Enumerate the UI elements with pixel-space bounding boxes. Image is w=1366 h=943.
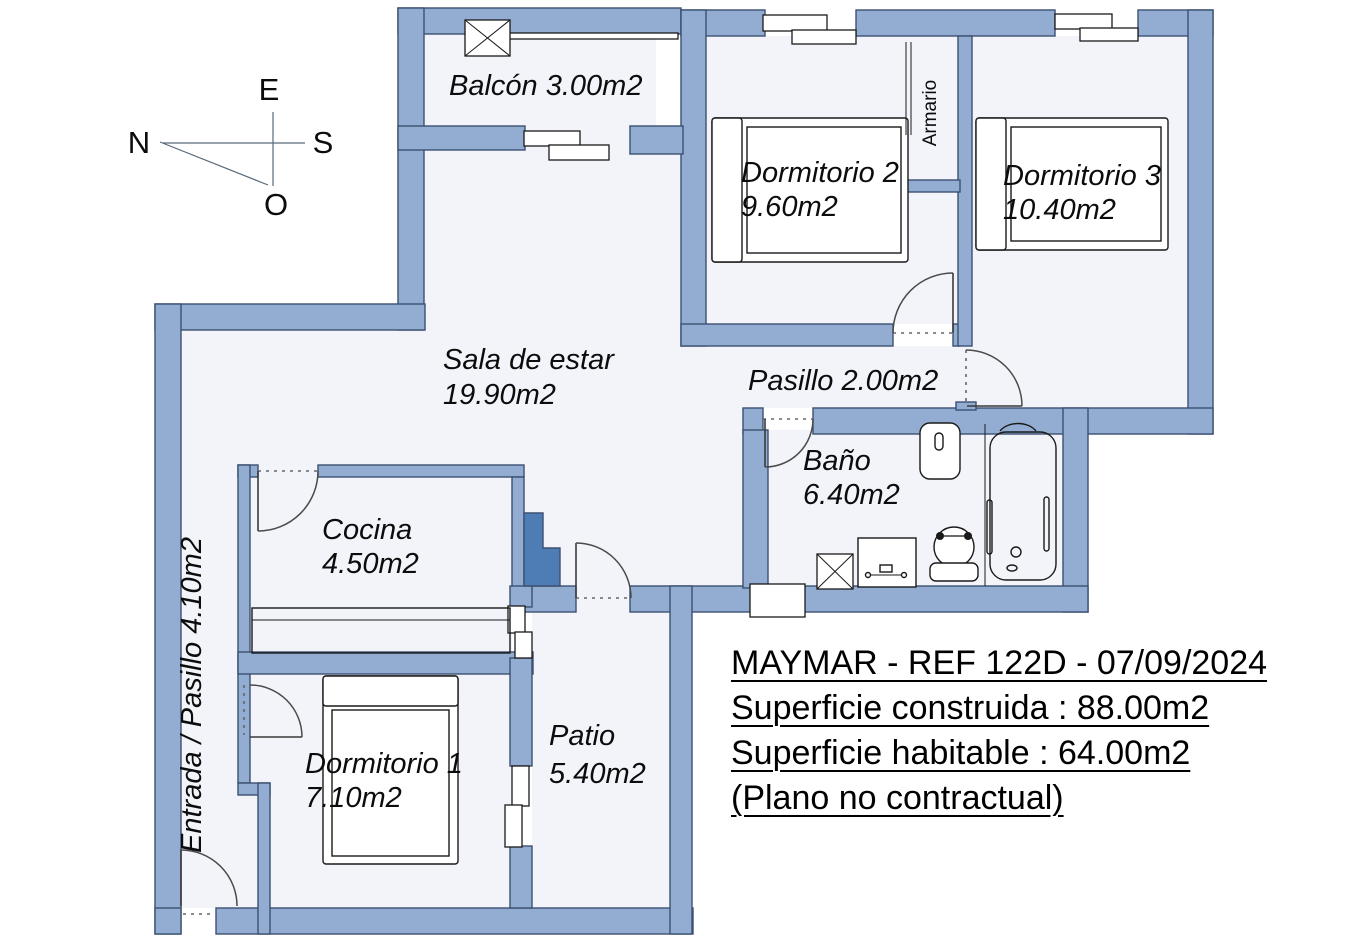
doors [180, 272, 1023, 915]
left-main-wall [154, 303, 182, 935]
bedroom2-left-wall [680, 9, 707, 347]
kitchen-counter [251, 607, 511, 654]
compass-rose: E S N O [128, 72, 334, 222]
furniture [251, 42, 1169, 865]
bedroom3-window-pane [1079, 27, 1139, 42]
bedroom3-area: 10.40m2 [1003, 194, 1116, 226]
bathroom-label: Baño [803, 445, 871, 477]
bathroom-bottom-window [749, 583, 806, 618]
patio-left-wall-b [509, 657, 533, 767]
bedroom2-area: 9.60m2 [741, 191, 838, 223]
non-contractual-note: (Plano no contractual) [731, 779, 1064, 817]
kitchen-floor [238, 477, 512, 674]
left-step-wall [154, 303, 426, 331]
patio-window-pane [504, 804, 523, 848]
balcony-top-wall [397, 7, 682, 35]
patio-area: 5.40m2 [549, 758, 646, 790]
bed-icon [975, 117, 1169, 251]
bedroom2-label: Dormitorio 2 [741, 157, 899, 189]
compass-west-label: O [264, 187, 288, 222]
bottom-wall [215, 907, 694, 935]
kitchen-area: 4.50m2 [322, 548, 419, 580]
window-x-icon [464, 19, 511, 57]
room-labels: Balcón 3.00m2 Sala de estar 19.90m2 Dorm… [176, 70, 1161, 853]
patio-door [575, 542, 632, 599]
closet-floor [910, 36, 958, 182]
hall-right-wall-lower [257, 782, 271, 935]
bedroom3-label: Dormitorio 3 [1003, 160, 1161, 192]
bedroom2-door [892, 272, 954, 334]
bathroom-area: 6.40m2 [803, 479, 900, 511]
kitchen-top-wall-b [317, 464, 525, 478]
bed-icon [322, 675, 459, 865]
closet-front [905, 42, 912, 135]
balcony-label: Balcón 3.00m2 [449, 70, 642, 102]
patio-window-pane [511, 765, 530, 807]
patio-floor [532, 586, 670, 908]
hall-right-wall [237, 464, 251, 784]
bathroom-door [763, 418, 814, 468]
left-upper-wall [397, 7, 425, 331]
kitchen-label: Cocina [322, 514, 412, 546]
corridor-bottom-wall-b [812, 407, 1214, 435]
bedroom1-label: Dormitorio 1 [305, 748, 463, 780]
balcony-bottom-wall [397, 125, 526, 151]
patio-right-wall [669, 585, 693, 935]
compass-east-label: E [259, 72, 280, 107]
bedroom1-area: 7.10m2 [305, 782, 402, 814]
bedroom2-bottom-wall [680, 323, 894, 347]
bathroom-vent-x-icon [816, 553, 854, 590]
balcony-sliding-door-pane [523, 130, 581, 147]
bedroom2-window-pane [762, 14, 828, 32]
bedroom1-door [243, 684, 303, 738]
compass-south-label: S [313, 125, 334, 160]
bedroom2-window-pane [791, 29, 857, 45]
balcony-sliding-door-pane [548, 144, 610, 161]
listing-info-block: MAYMAR - REF 122D - 07/09/2024 Superfici… [731, 641, 1267, 821]
bathroom-left-wall [742, 429, 769, 589]
bedroom3-window-pane [1054, 13, 1113, 30]
sink-icon [857, 537, 917, 588]
living-room-area: 19.90m2 [443, 379, 556, 411]
patio-left-wall-c [509, 845, 533, 909]
compass-north-label: N [128, 125, 150, 160]
patio-left-wall-a [509, 585, 533, 608]
patio-window-pane [514, 631, 533, 659]
compass-needle [159, 141, 269, 186]
bed-icon [711, 117, 909, 263]
stepped-column [523, 512, 561, 587]
kitchen-right-wall [511, 476, 525, 593]
bidet-icon [929, 526, 979, 582]
bathtub-icon [984, 422, 1057, 586]
windows [464, 13, 1139, 848]
top-wall-b [855, 9, 1056, 37]
closet-label: Armario [920, 80, 941, 147]
walls [154, 7, 1214, 935]
right-wall [1187, 9, 1214, 435]
entrance-door [180, 849, 238, 915]
listing-reference: MAYMAR - REF 122D - 07/09/2024 [731, 644, 1268, 682]
balcony-floor [424, 34, 656, 126]
mid-bottom-wall-b [629, 585, 1089, 613]
living-room-label: Sala de estar [443, 344, 615, 376]
entrance-hall-label: Entrada / Pasillo 4.10m2 [176, 537, 208, 853]
patio-label: Patio [549, 720, 615, 752]
bedroom1-top-wall [237, 651, 534, 675]
built-surface: Superficie construida : 88.00m2 [731, 689, 1210, 727]
bottom-wall-corner [154, 907, 182, 935]
bedroom3-door [965, 349, 1023, 407]
kitchen-door [257, 470, 319, 532]
balcony-bottom-corner [629, 125, 684, 155]
bathroom-right-wall [1062, 407, 1089, 613]
corridor-label: Pasillo 2.00m2 [748, 365, 938, 397]
toilet-icon [919, 422, 961, 480]
closet-bottom-wall [904, 179, 961, 193]
habitable-surface: Superficie habitable : 64.00m2 [731, 734, 1191, 772]
